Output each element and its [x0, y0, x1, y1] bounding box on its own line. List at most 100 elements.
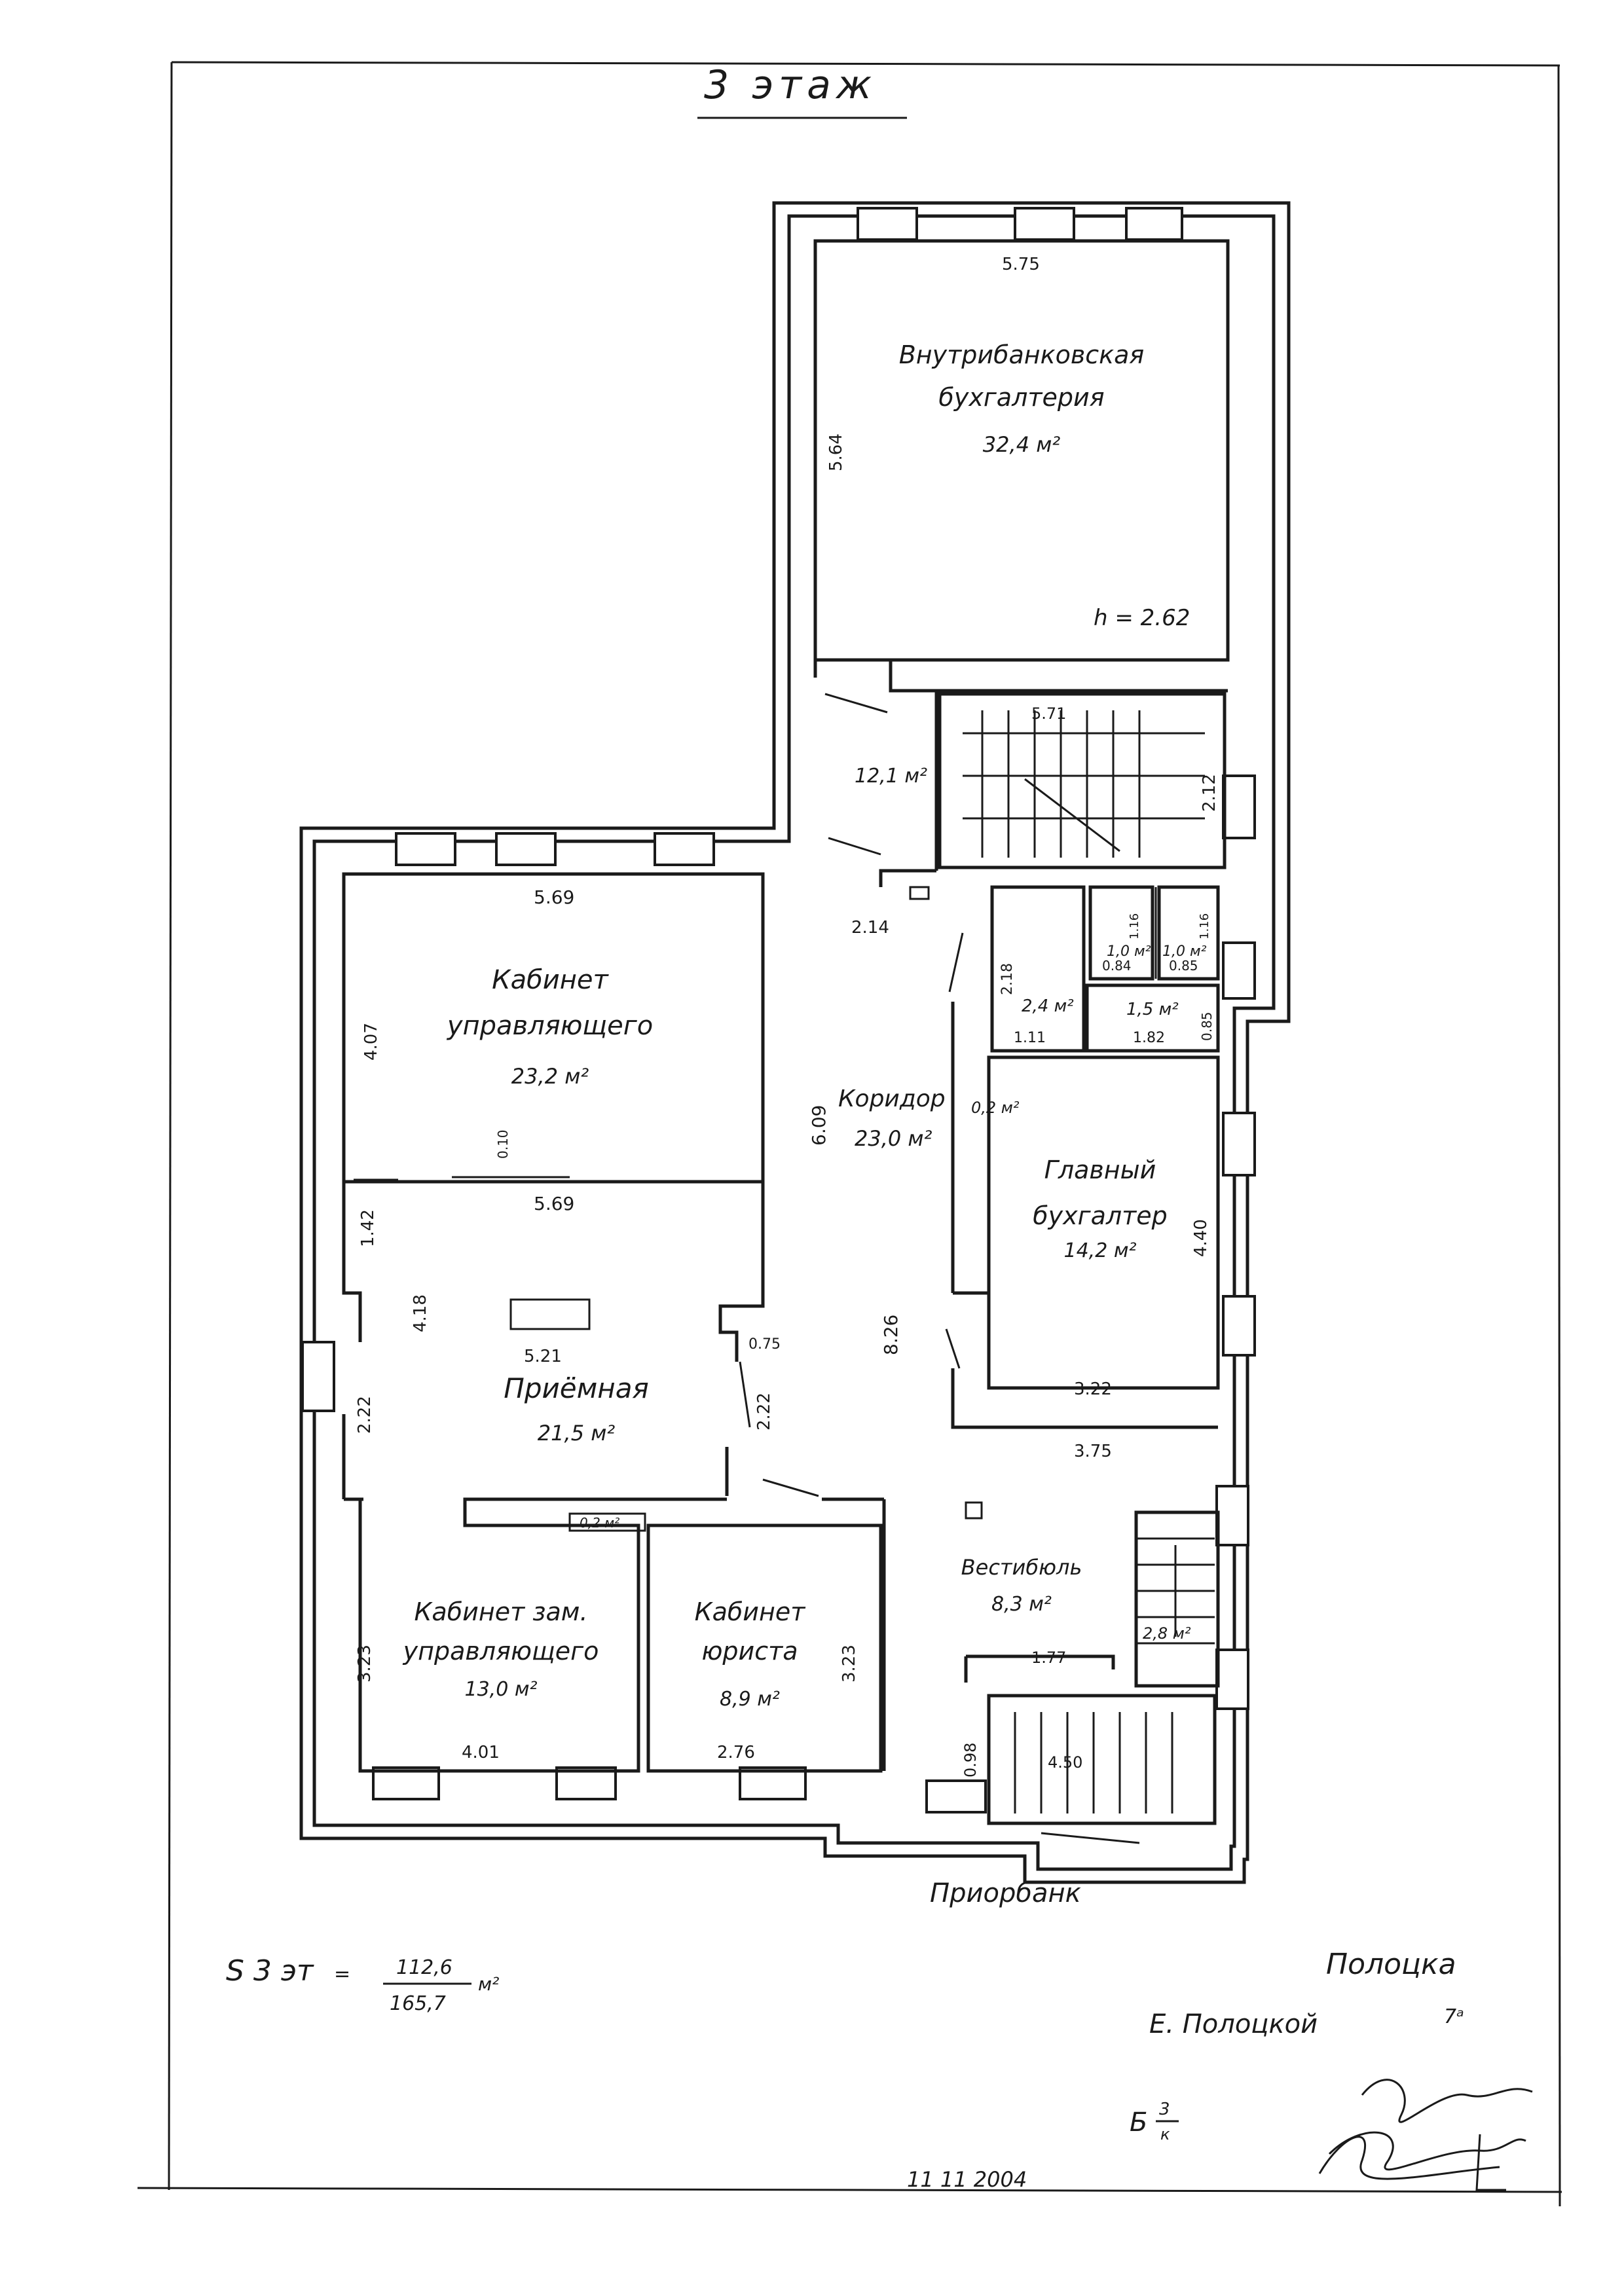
windows [301, 207, 1256, 1813]
dimension: 5.71 [1031, 704, 1066, 723]
room-chief-accountant: Главный бухгалтер 14,2 м² [1033, 1156, 1168, 1262]
room-deputy: Кабинет зам. управляющего 13,0 м² [403, 1597, 599, 1701]
room-area: 8,3 м² [991, 1593, 1052, 1616]
code-letter: Б [1130, 2107, 1147, 2138]
room-area-wc-hall: 2,4 м² [1022, 996, 1074, 1016]
room-name: управляющего [447, 1011, 653, 1041]
room-area: 32,4 м² [983, 432, 1061, 457]
dimension: 2.76 [717, 1743, 755, 1762]
sheet-code: Б 3 к [1130, 2100, 1179, 2143]
room-name: управляющего [403, 1637, 599, 1666]
dimension: 5.21 [524, 1347, 562, 1366]
code-number: 3 [1159, 2100, 1170, 2119]
room-lawyer: Кабинет юриста 8,9 м² [695, 1597, 807, 1711]
dimension: 5.69 [534, 1193, 574, 1214]
bank-name: Приорбанк [930, 1878, 1081, 1908]
area-formula: S 3 эт = 112,6 165,7 м² [226, 1954, 499, 2015]
room-name: Кабинет [695, 1597, 807, 1626]
dimension: 4.01 [462, 1743, 500, 1762]
room-area: 14,2 м² [1064, 1239, 1137, 1262]
area-equals: = [334, 1963, 350, 1986]
dimension: 3.23 [840, 1645, 859, 1683]
room-area-closet1: 0,2 м² [971, 1099, 1020, 1117]
dimension: 8.26 [880, 1315, 902, 1355]
city-name: Полоцка [1326, 1948, 1456, 1981]
dimension: 4.18 [411, 1294, 430, 1332]
date: 11 11 2004 [907, 2167, 1027, 2192]
dimension: 0.10 [495, 1129, 511, 1159]
room-vestibule: Вестибюль 8,3 м² [961, 1555, 1082, 1616]
room-area-wc-hall2: 1,5 м² [1126, 1000, 1179, 1019]
room-area-wc2: 1,0 м² [1162, 943, 1207, 960]
dimension: 0.85 [1169, 958, 1198, 974]
outer-walls [299, 201, 1291, 1884]
area-unit: м² [478, 1973, 499, 1995]
dimension: 2.22 [754, 1393, 774, 1430]
area-label: S 3 эт [226, 1954, 314, 1988]
dimension-labels: 5.75 5.64 5.71 2.12 5.69 4.07 2.14 2.18 … [355, 255, 1219, 1777]
room-name: Кабинет зам. [414, 1597, 587, 1626]
street-name: Е. Полоцкой [1149, 2009, 1318, 2039]
dimension: 0.98 [961, 1743, 980, 1777]
signature [1318, 2079, 1533, 2191]
room-area: 23,2 м² [511, 1064, 589, 1089]
dimension: 4.07 [361, 1023, 381, 1061]
dimension: 1.11 [1014, 1030, 1046, 1046]
inner-walls [342, 239, 1230, 1825]
room-name: Приёмная [504, 1372, 649, 1404]
dimension: 1.42 [358, 1209, 378, 1247]
room-area-stair-hall: 12,1 м² [855, 765, 927, 788]
dimension: 5.69 [534, 886, 574, 908]
dimension: 5.75 [1002, 255, 1040, 274]
room-name: Главный [1044, 1156, 1156, 1184]
dimension: 3.75 [1074, 1442, 1112, 1461]
room-name: Кабинет [492, 965, 609, 995]
room-name: Внутрибанковская [899, 340, 1145, 369]
dimension: 2.22 [355, 1396, 375, 1434]
dimension: 0.85 [1199, 1011, 1215, 1041]
dimension: 5.64 [826, 433, 846, 471]
dimension: 3.22 [1074, 1379, 1112, 1399]
room-reception: Приёмная 21,5 м² [504, 1372, 649, 1446]
ceiling-height: h = 2.62 [1094, 605, 1190, 631]
dimension: 0.84 [1102, 958, 1132, 974]
staircase-1 [963, 710, 1205, 858]
dimension: 3.23 [355, 1645, 375, 1683]
dimension: 6.09 [808, 1105, 830, 1146]
area-denominator: 165,7 [390, 1992, 446, 2015]
sheet-frame [137, 61, 1562, 2207]
floor-title: 3 этаж [704, 62, 877, 108]
door-swings [354, 693, 1140, 1844]
room-area: 23,0 м² [855, 1126, 932, 1151]
room-name: Вестибюль [961, 1555, 1082, 1580]
room-name: бухгалтер [1033, 1201, 1168, 1230]
room-name: бухгалтерия [938, 383, 1104, 412]
dimension: 2.18 [999, 963, 1016, 995]
room-area-closet2: 0,2 м² [580, 1515, 619, 1531]
room-manager: Кабинет управляющего 23,2 м² [447, 965, 653, 1089]
dimension: 4.50 [1048, 1753, 1082, 1772]
dimension: 2.14 [851, 918, 889, 938]
room-accounting: Внутрибанковская бухгалтерия 32,4 м² h =… [899, 340, 1190, 631]
dimension: 1.77 [1031, 1649, 1066, 1667]
area-numerator: 112,6 [396, 1956, 452, 1979]
room-area: 21,5 м² [538, 1421, 616, 1446]
room-area-stair2: 2,8 м² [1143, 1624, 1191, 1643]
code-denominator: к [1160, 2125, 1170, 2143]
dimension: 1.16 [1198, 913, 1211, 939]
dimension: 0.75 [748, 1336, 781, 1353]
staircase-2 [1136, 1537, 1215, 1645]
room-area: 8,9 м² [720, 1688, 780, 1711]
dimension: 2.12 [1200, 774, 1219, 812]
room-corridor: Коридор 23,0 м² [838, 1085, 946, 1151]
dimension: 1.82 [1133, 1030, 1165, 1046]
staircase-3 [1014, 1712, 1173, 1813]
dimension: 1.16 [1128, 913, 1141, 939]
room-name: юриста [701, 1637, 798, 1666]
room-area-wc1: 1,0 м² [1107, 943, 1151, 960]
room-name: Коридор [838, 1085, 946, 1112]
dimension: 4.40 [1191, 1219, 1211, 1257]
house-number: 7ᵃ [1444, 2005, 1464, 2028]
room-area: 13,0 м² [465, 1678, 538, 1701]
